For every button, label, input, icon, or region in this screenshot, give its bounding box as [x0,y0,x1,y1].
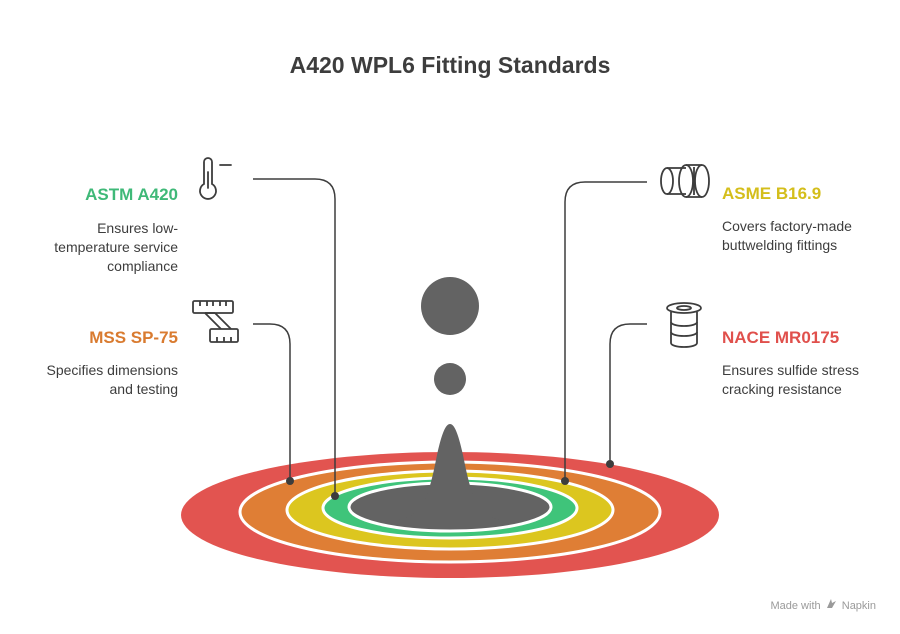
desc-line: Ensures sulfide stress [722,362,859,378]
desc-line: Specifies dimensions [46,362,178,378]
footer-credit[interactable]: Made with Napkin [770,598,876,612]
standard-desc-astm: Ensures low- temperature service complia… [54,219,178,276]
desc-line: and testing [109,381,179,397]
standard-desc-asme: Covers factory-made buttwelding fittings [722,217,852,255]
cylinder-icon [666,302,702,348]
desc-line: cracking resistance [722,381,842,397]
connector-dot-astm [331,492,339,500]
desc-line: buttwelding fittings [722,237,838,253]
thermometer-icon [199,157,232,200]
connector-nace [609,323,647,464]
desc-line: compliance [107,258,178,274]
connector-dot-nace [606,460,614,468]
connector-astm [253,178,336,496]
pipe-fitting-icon [660,164,710,198]
standard-title-astm: ASTM A420 [85,185,178,204]
desc-line: temperature service [54,239,178,255]
standard-title-asme: ASME B16.9 [722,184,822,203]
footer-brand: Napkin [841,600,876,612]
connector-dot-asme [561,477,569,485]
connector-mss [253,323,291,481]
standard-desc-nace: Ensures sulfide stress cracking resistan… [722,361,859,399]
footer-prefix: Made with [770,600,821,612]
desc-line: Covers factory-made [722,218,852,234]
napkin-icon [826,599,836,608]
connector-dot-mss [286,477,294,485]
droplet-large [421,277,479,335]
ruler-icon [192,300,239,343]
standard-desc-mss: Specifies dimensions and testing [46,361,178,399]
page-title: A420 WPL6 Fitting Standards [289,52,611,78]
splash-peak [394,424,506,520]
desc-line: Ensures low- [97,220,178,236]
connector-asme [564,181,647,481]
standard-title-nace: NACE MR0175 [722,328,840,347]
standard-title-mss: MSS SP-75 [89,328,178,347]
droplet-small [434,363,466,395]
